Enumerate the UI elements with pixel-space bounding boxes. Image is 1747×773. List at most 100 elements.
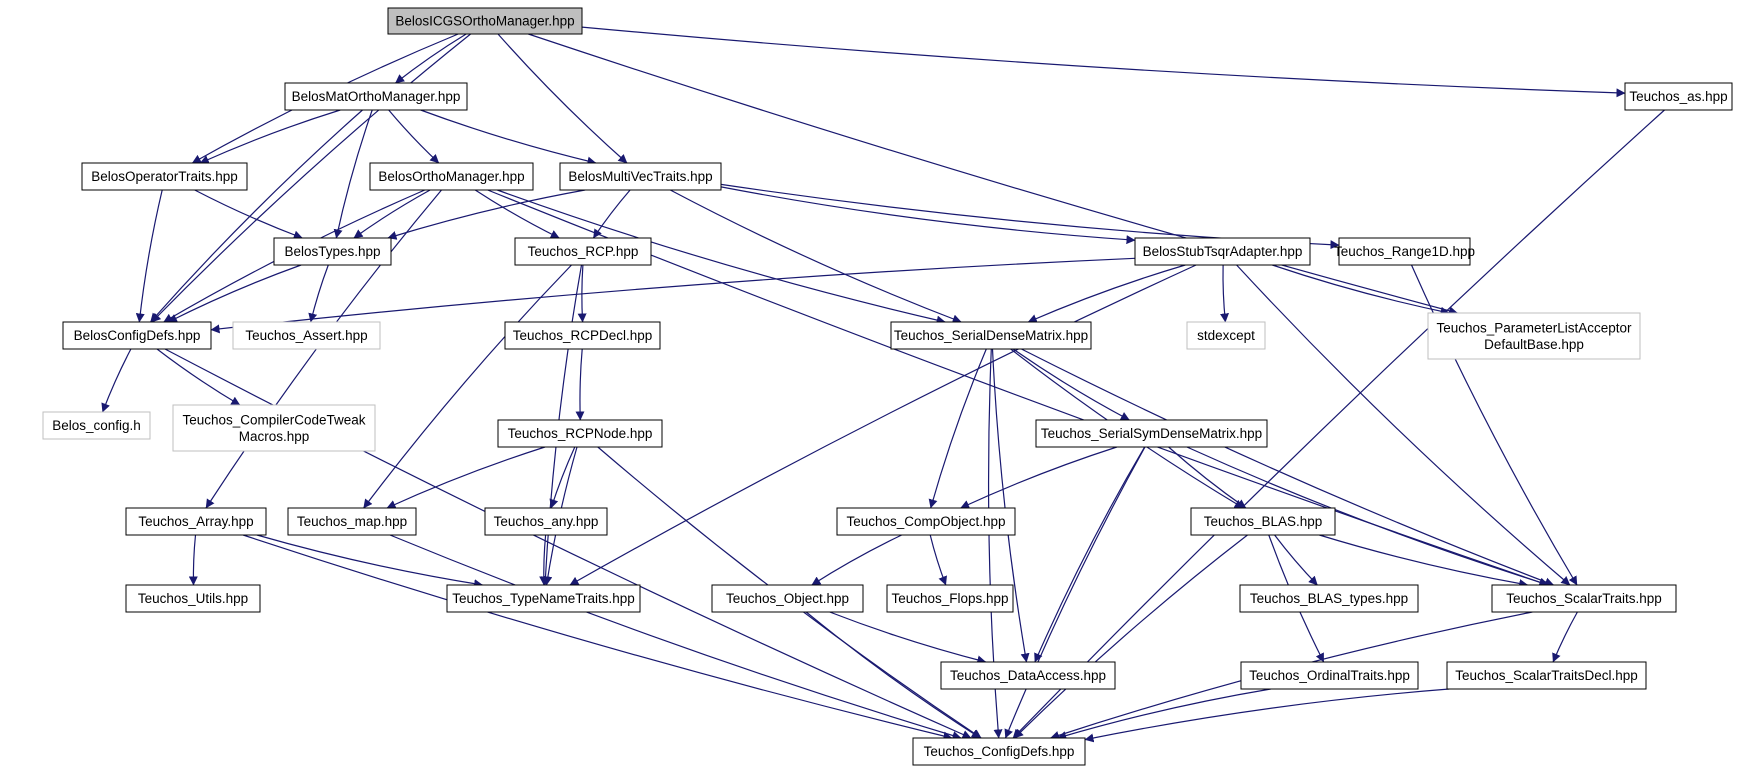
edge-object-to-dataAccess	[829, 611, 987, 665]
node-assert[interactable]: Teuchos_Assert.hpp	[232, 321, 381, 350]
node-rcpNode-box	[497, 419, 663, 448]
node-orthoMgr-box	[369, 162, 534, 191]
edge-stubTsqr-to-scalarTraits	[1236, 264, 1571, 586]
node-rcpNode[interactable]: Teuchos_RCPNode.hpp	[497, 419, 663, 448]
node-stubTsqr[interactable]: BelosStubTsqrAdapter.hpp	[1134, 237, 1311, 266]
node-belosConfigH[interactable]: Belos_config.h	[42, 411, 151, 440]
node-compObject-label: Teuchos_CompObject.hpp	[846, 514, 1005, 529]
edge-serialDense-to-compObject	[928, 348, 987, 509]
node-teuchosConfig[interactable]: Teuchos_ConfigDefs.hpp	[912, 737, 1086, 766]
node-root-box	[387, 7, 583, 35]
edge-rcpNode-to-any	[549, 446, 576, 509]
edge-serialSym-to-scalarTraits	[1186, 446, 1550, 587]
node-orthoMgr-label: BelosOrthoManager.hpp	[378, 169, 524, 184]
node-flops-label: Teuchos_Flops.hpp	[891, 591, 1008, 606]
node-any[interactable]: Teuchos_any.hpp	[484, 507, 608, 536]
node-opTraits[interactable]: BelosOperatorTraits.hpp	[81, 162, 248, 191]
edge-stubTsqr-to-configDefs	[210, 257, 1136, 334]
node-matortho-label: BelosMatOrthoManager.hpp	[292, 89, 461, 104]
node-object-box	[711, 584, 864, 613]
node-root[interactable]: BelosICGSOrthoManager.hpp	[387, 7, 583, 35]
edge-mvTraits-to-rcp	[592, 189, 631, 239]
edge-compObject-to-object	[811, 534, 902, 586]
node-rcp[interactable]: Teuchos_RCP.hpp	[514, 237, 652, 266]
edge-teuchos_as-to-teuchosConfig	[1012, 109, 1665, 739]
node-scalarTraits[interactable]: Teuchos_ScalarTraits.hpp	[1491, 584, 1677, 613]
node-paramList[interactable]: Teuchos_ParameterListAcceptorDefaultBase…	[1427, 312, 1641, 360]
node-range1d[interactable]: Teuchos_Range1D.hpp	[1334, 237, 1475, 266]
node-mvTraits[interactable]: BelosMultiVecTraits.hpp	[559, 162, 722, 191]
node-teuchos_as[interactable]: Teuchos_as.hpp	[1624, 82, 1733, 111]
node-array-label: Teuchos_Array.hpp	[138, 514, 253, 529]
node-belosTypes[interactable]: BelosTypes.hpp	[273, 237, 392, 266]
edge-stubTsqr-to-serialDense	[1027, 264, 1186, 323]
node-compObject-box	[836, 507, 1016, 536]
edge-opTraits-to-configDefs	[135, 189, 163, 323]
edge-belosTypes-to-assert	[308, 264, 329, 323]
node-paramList-label: DefaultBase.hpp	[1484, 337, 1584, 352]
node-flops[interactable]: Teuchos_Flops.hpp	[886, 584, 1014, 613]
edge-matortho-to-orthoMgr	[388, 109, 440, 164]
node-any-label: Teuchos_any.hpp	[494, 514, 599, 529]
edge-configDefs-to-compilerTweak	[156, 348, 241, 406]
node-object[interactable]: Teuchos_Object.hpp	[711, 584, 864, 613]
node-teuchosConfig-label: Teuchos_ConfigDefs.hpp	[924, 744, 1075, 759]
edge-array-to-typeName	[256, 534, 484, 589]
node-serialSym[interactable]: Teuchos_SerialSymDenseMatrix.hpp	[1035, 419, 1268, 448]
node-blas[interactable]: Teuchos_BLAS.hpp	[1190, 507, 1336, 536]
node-dataAccess[interactable]: Teuchos_DataAccess.hpp	[940, 661, 1116, 690]
node-matortho[interactable]: BelosMatOrthoManager.hpp	[284, 82, 468, 111]
edge-root-to-teuchos_as	[581, 26, 1626, 98]
edge-range1d-to-scalarTraits	[1410, 264, 1578, 586]
edge-map-to-teuchosConfig	[389, 534, 962, 740]
node-typeName-label: Teuchos_TypeNameTraits.hpp	[452, 591, 635, 606]
node-scalarTraits-box	[1491, 584, 1677, 613]
node-flops-box	[886, 584, 1014, 613]
edge-mvTraits-to-belosTypes	[387, 189, 586, 240]
node-scalarTraitsDecl-label: Teuchos_ScalarTraitsDecl.hpp	[1455, 668, 1638, 683]
node-serialDense-box	[890, 321, 1092, 350]
edge-mvTraits-to-stubTsqr	[720, 186, 1136, 245]
edge-orthoMgr-to-rcp	[474, 189, 560, 239]
node-blas-box	[1190, 507, 1336, 536]
edge-opTraits-to-belosTypes	[194, 189, 303, 240]
node-teuchosConfig-box	[912, 737, 1086, 766]
node-blasTypes-label: Teuchos_BLAS_types.hpp	[1250, 591, 1408, 606]
edge-array-to-teuchosConfig	[242, 534, 953, 741]
node-typeName-box	[446, 584, 641, 613]
node-compilerTweak-label: Teuchos_CompilerCodeTweak	[182, 412, 365, 427]
edge-stubTsqr-to-typeName	[569, 264, 1197, 586]
edge-object-to-teuchosConfig	[805, 611, 981, 739]
edge-orthoMgr-to-belosTypes	[353, 189, 431, 239]
edge-stubTsqr-to-paramList	[1272, 264, 1450, 316]
node-ordinalTraits[interactable]: Teuchos_OrdinalTraits.hpp	[1240, 661, 1419, 690]
node-belosConfigH-label: Belos_config.h	[52, 418, 141, 433]
node-orthoMgr[interactable]: BelosOrthoManager.hpp	[369, 162, 534, 191]
node-opTraits-label: BelosOperatorTraits.hpp	[91, 169, 238, 184]
node-scalarTraitsDecl[interactable]: Teuchos_ScalarTraitsDecl.hpp	[1446, 661, 1647, 690]
node-rcpDecl[interactable]: Teuchos_RCPDecl.hpp	[504, 321, 661, 350]
node-utils[interactable]: Teuchos_Utils.hpp	[125, 584, 261, 613]
node-assert-box	[232, 321, 381, 350]
edge-blas-to-blasTypes	[1274, 534, 1318, 586]
node-array[interactable]: Teuchos_Array.hpp	[125, 507, 267, 536]
edge-root-to-matortho	[395, 33, 467, 84]
edge-mvTraits-to-range1d	[720, 183, 1340, 250]
edge-root-to-mvTraits	[497, 33, 628, 164]
node-typeName[interactable]: Teuchos_TypeNameTraits.hpp	[446, 584, 641, 613]
edge-ordinalTraits-to-teuchosConfig	[1057, 688, 1271, 740]
node-utils-box	[125, 584, 261, 613]
node-map[interactable]: Teuchos_map.hpp	[287, 507, 417, 536]
edge-orthoMgr-to-serialDense	[497, 189, 946, 325]
node-configDefs[interactable]: BelosConfigDefs.hpp	[62, 321, 212, 350]
edge-scalarTraitsDecl-to-teuchosConfig	[1084, 688, 1450, 743]
node-mvTraits-label: BelosMultiVecTraits.hpp	[568, 169, 712, 184]
node-serialDense[interactable]: Teuchos_SerialDenseMatrix.hpp	[890, 321, 1092, 350]
node-compObject[interactable]: Teuchos_CompObject.hpp	[836, 507, 1016, 536]
node-stdexcept[interactable]: stdexcept	[1186, 321, 1266, 350]
node-serialSym-label: Teuchos_SerialSymDenseMatrix.hpp	[1041, 426, 1262, 441]
edge-array-to-utils	[188, 534, 198, 586]
node-blasTypes[interactable]: Teuchos_BLAS_types.hpp	[1239, 584, 1419, 613]
